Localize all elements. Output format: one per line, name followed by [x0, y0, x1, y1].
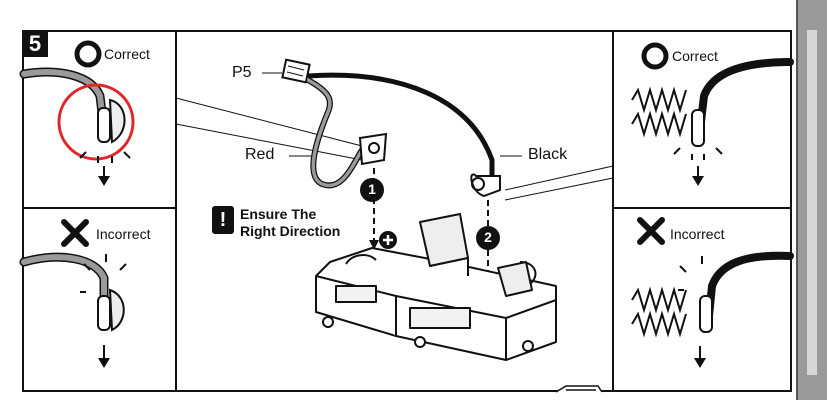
top-right-wire-illustration — [631, 58, 794, 186]
battery-holder — [315, 213, 557, 361]
red-wire-label: Red — [245, 146, 275, 163]
black-terminal — [470, 173, 501, 198]
page-side-tab-inner — [807, 30, 817, 375]
panel-dividers — [22, 30, 792, 392]
plus-icon — [379, 231, 397, 249]
x-cross-icon — [637, 217, 665, 245]
warning-line-1: Ensure The — [240, 206, 317, 222]
warning-line-2: Right Direction — [240, 223, 341, 239]
arrow-down-icon — [694, 346, 706, 368]
callout-2: 2 — [484, 229, 492, 245]
warning-icon: ! — [212, 206, 234, 234]
circle-o-icon — [641, 42, 669, 70]
warning-text: Ensure The Right Direction — [240, 206, 340, 240]
bottom-left-wire-illustration — [19, 252, 127, 368]
bottom-right-status-label: Incorrect — [670, 226, 725, 242]
black-wire — [307, 72, 495, 182]
top-left-wire-illustration — [19, 67, 135, 186]
bottom-right-wire-illustration — [631, 251, 794, 368]
x-cross-icon — [61, 219, 89, 247]
black-wire-label: Black — [528, 146, 568, 163]
bottom-left-status-label: Incorrect — [96, 226, 151, 242]
red-wire — [306, 77, 365, 189]
circle-o-icon — [74, 40, 102, 68]
top-left-status-label: Correct — [104, 46, 150, 62]
callout-1: 1 — [368, 181, 376, 197]
zoom-lines — [175, 97, 614, 201]
arrow-down-icon — [98, 345, 110, 368]
step-number: 5 — [22, 31, 48, 57]
highlight-circle — [57, 83, 135, 161]
top-right-status-label: Correct — [672, 48, 718, 64]
arrow-down-icon — [692, 166, 704, 186]
arrow-down-icon — [98, 166, 110, 186]
next-step-part-fragment — [555, 385, 603, 393]
red-terminal — [358, 132, 388, 166]
connector-p5 — [262, 58, 311, 84]
connector-label: P5 — [232, 64, 252, 81]
